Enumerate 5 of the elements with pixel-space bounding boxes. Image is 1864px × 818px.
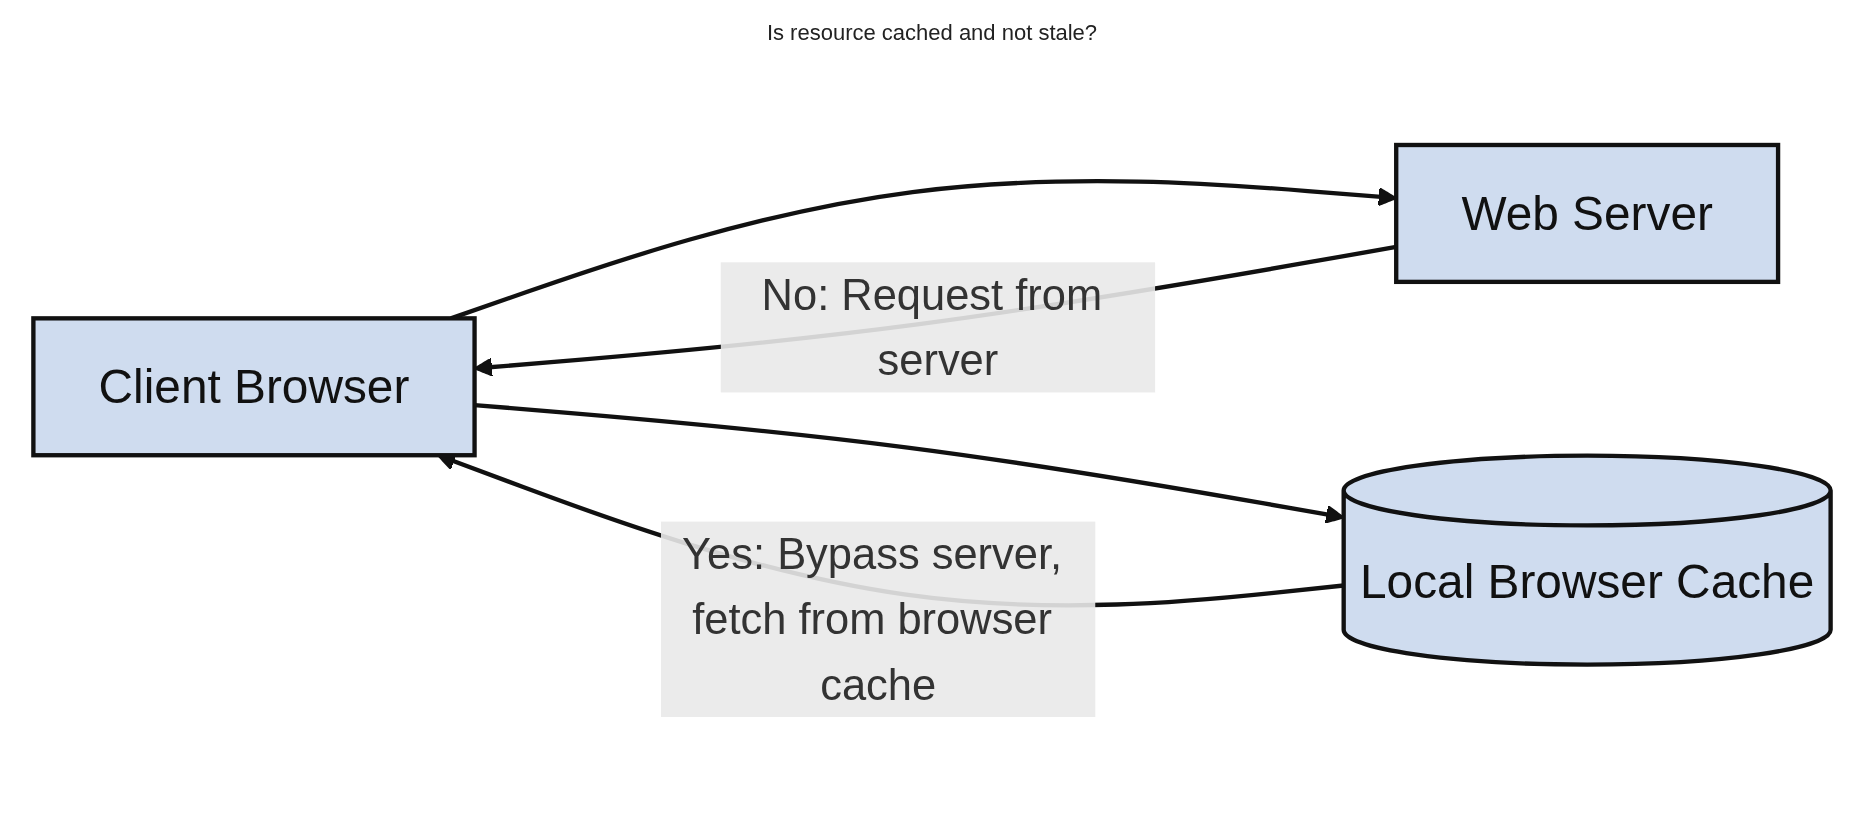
edge-label: Yes: Bypass server, fetch from browser cache	[682, 530, 1063, 709]
note-text: Is resource cached and not stale?	[766, 20, 1098, 46]
edge-label: No: Request from server	[761, 270, 1103, 384]
node-box: Client Browser	[31, 316, 477, 458]
node-box: Web Server	[1394, 142, 1781, 285]
